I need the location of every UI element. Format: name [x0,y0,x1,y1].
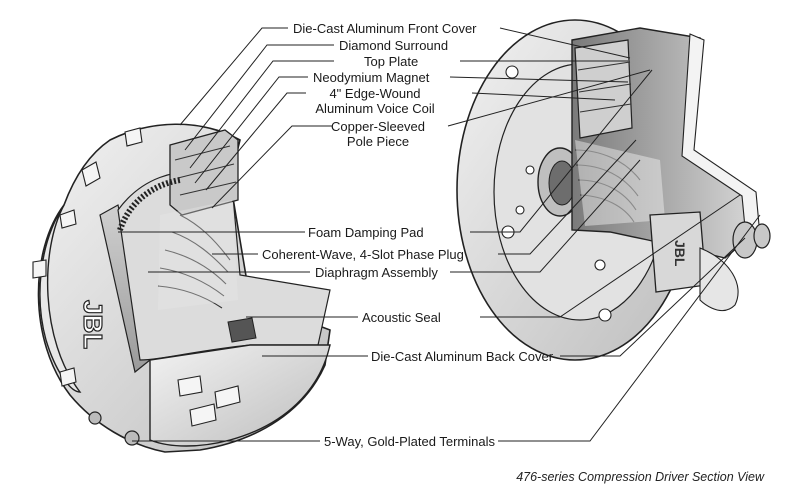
label-phase-plug: Coherent-Wave, 4-Slot Phase Plug [262,247,464,262]
label-diamond-surround: Diamond Surround [339,38,449,53]
left-phase-plug [157,214,231,309]
label-pole-piece-line2: Pole Piece [346,134,410,149]
left-voice-coil [117,177,181,232]
label-pole-piece-line1: Copper-Sleeved [331,119,425,134]
left-back-section [149,344,331,447]
label-pole-piece: Copper-Sleeved Pole Piece [320,119,436,149]
left-terminal-post [124,430,140,446]
label-acoustic-seal: Acoustic Seal [362,310,441,325]
right-magnet-stack [574,39,633,139]
left-terminal-block [227,317,257,343]
label-terminals: 5-Way, Gold-Plated Terminals [324,434,495,449]
right-phase-plug [574,149,641,223]
label-back-cover: Die-Cast Aluminum Back Cover [371,349,554,364]
right-driver: JBL [456,19,771,361]
svg-text:JBL: JBL [672,240,688,267]
jbl-logo: JBL [78,300,108,349]
leader-lines-right [447,27,761,442]
label-front-cover: Die-Cast Aluminum Front Cover [293,21,477,36]
label-neodymium-magnet: Neodymium Magnet [313,70,430,85]
figure-caption: 476-series Compression Driver Section Vi… [516,470,764,484]
leader-lines [118,27,368,442]
label-voice-coil-line2: Aluminum Voice Coil [315,101,435,116]
label-voice-coil-line1: 4" Edge-Wound [329,86,421,101]
label-diaphragm: Diaphragm Assembly [315,265,438,280]
left-shell-slots [32,127,241,427]
label-top-plate: Top Plate [364,54,419,69]
left-driver: JBL [32,123,331,453]
right-binding-posts [732,221,771,259]
label-voice-coil: 4" Edge-Wound Aluminum Voice Coil [305,86,445,116]
label-foam-pad: Foam Damping Pad [308,225,424,240]
